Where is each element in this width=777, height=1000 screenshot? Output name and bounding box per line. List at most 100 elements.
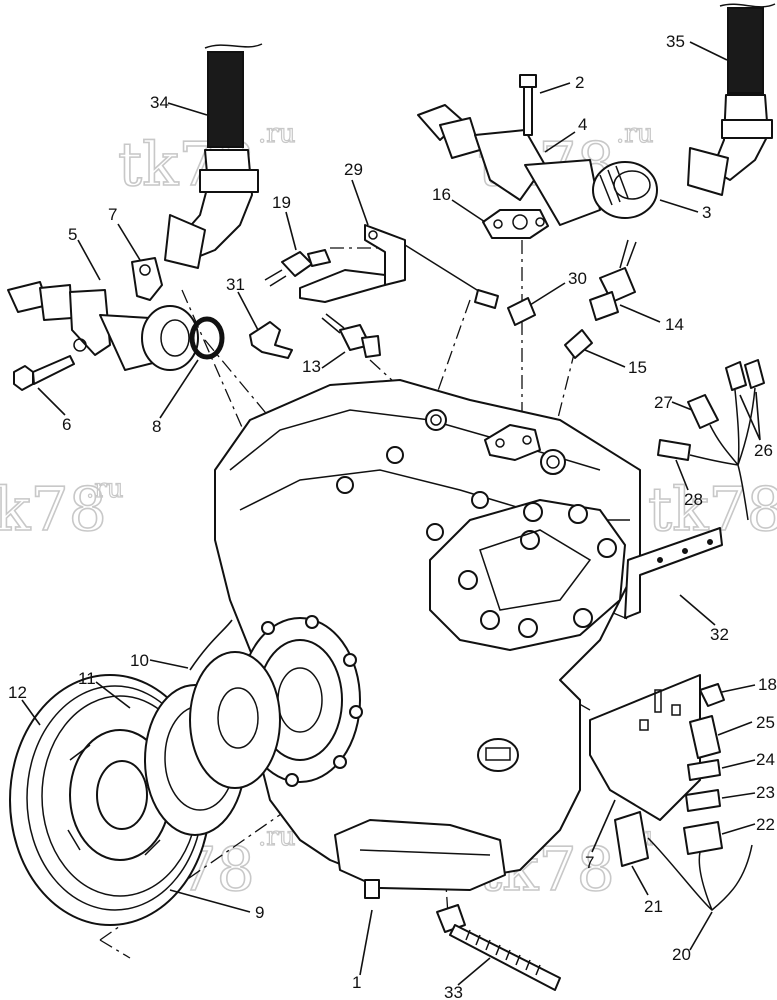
clip-31 bbox=[249, 321, 293, 359]
service-valve-3 bbox=[417, 104, 658, 226]
sensor-13 bbox=[321, 313, 381, 358]
leader-26 bbox=[739, 391, 761, 441]
callout-8: 8 bbox=[152, 417, 161, 436]
bracket-upright bbox=[364, 224, 406, 286]
callout-3: 3 bbox=[702, 203, 711, 222]
mounting-plate bbox=[589, 674, 701, 821]
o-ring-8 bbox=[189, 316, 225, 360]
valve-port bbox=[141, 305, 199, 371]
valve-nut bbox=[39, 284, 73, 321]
bolt-6 bbox=[13, 355, 75, 391]
sight-glass bbox=[477, 738, 519, 772]
flange-hole bbox=[522, 435, 532, 445]
switch-wires bbox=[619, 239, 637, 269]
leader-9 bbox=[169, 889, 251, 913]
service-valve-5 bbox=[7, 281, 199, 371]
bracket-hole bbox=[657, 557, 663, 563]
leader-18 bbox=[721, 684, 756, 693]
rod bbox=[404, 244, 486, 296]
bracket-plate bbox=[299, 269, 386, 303]
fitting-15 bbox=[564, 329, 593, 359]
leader-10 bbox=[149, 659, 189, 669]
hose-34 bbox=[207, 51, 244, 148]
sensor-wires bbox=[321, 313, 345, 334]
callout-20: 20 bbox=[672, 945, 691, 964]
bolt-shank bbox=[523, 86, 533, 136]
leader-7b bbox=[591, 799, 616, 853]
head-bolt bbox=[458, 570, 478, 590]
leader-2 bbox=[539, 82, 571, 94]
callout-32: 32 bbox=[710, 625, 729, 644]
callout-27: 27 bbox=[654, 393, 673, 412]
bracket-32-body bbox=[624, 527, 723, 619]
callout-35: 35 bbox=[666, 32, 685, 51]
plate-slot bbox=[671, 704, 681, 716]
hose-35 bbox=[727, 7, 764, 94]
bracket-hole bbox=[682, 548, 688, 554]
leader-14 bbox=[619, 304, 661, 323]
clutch-plate-hub bbox=[217, 687, 259, 749]
leader-25 bbox=[717, 721, 753, 736]
callout-33: 33 bbox=[444, 983, 463, 1000]
bracket-29 bbox=[299, 224, 499, 309]
head-bolt bbox=[480, 610, 500, 630]
callout-10: 10 bbox=[130, 651, 149, 670]
oil-pan bbox=[334, 819, 506, 891]
plate-body bbox=[589, 674, 701, 821]
threaded-rod-33 bbox=[436, 904, 561, 991]
connector-28 bbox=[657, 439, 691, 461]
callout-25: 25 bbox=[756, 713, 775, 732]
rod-eye bbox=[436, 904, 466, 933]
leader-22 bbox=[721, 823, 756, 835]
connector-26b bbox=[744, 359, 765, 389]
callout-22: 22 bbox=[756, 815, 775, 834]
callout-28: 28 bbox=[684, 490, 703, 509]
bracket-hole bbox=[368, 230, 378, 240]
leader-30 bbox=[529, 282, 566, 306]
callout-7-bottom: 7 bbox=[585, 853, 594, 872]
leader-7a bbox=[117, 223, 141, 261]
top-bolt bbox=[336, 476, 354, 494]
leader-34 bbox=[167, 102, 208, 116]
gasket-hole bbox=[139, 264, 151, 276]
valve-neck bbox=[524, 159, 601, 226]
flange-bolt bbox=[305, 615, 319, 629]
head-bolt bbox=[597, 538, 617, 558]
watermark-text: tk78 bbox=[0, 475, 107, 545]
leader-33 bbox=[457, 957, 491, 986]
connector-26a bbox=[725, 361, 747, 391]
leader-15 bbox=[584, 349, 626, 368]
top-bolt bbox=[426, 523, 444, 541]
flange-bolt bbox=[261, 621, 275, 635]
leader-6 bbox=[37, 387, 66, 416]
connector-21 bbox=[614, 811, 649, 867]
sight-glass-window bbox=[485, 747, 511, 761]
switch-wires bbox=[264, 269, 287, 287]
plate-slot bbox=[654, 689, 662, 713]
port-fitting bbox=[425, 409, 447, 431]
assembly-line bbox=[409, 299, 471, 471]
leader-8 bbox=[159, 359, 199, 419]
callout-26: 26 bbox=[754, 441, 773, 460]
watermark-suffix: .ru bbox=[86, 474, 123, 504]
leader-28 bbox=[675, 459, 689, 491]
leader-19 bbox=[285, 211, 297, 251]
valve-port-bore bbox=[160, 319, 190, 357]
elbow-flare-nut bbox=[687, 147, 729, 196]
valve-hole bbox=[73, 338, 87, 352]
port-fitting bbox=[540, 449, 566, 475]
switch-14 bbox=[589, 239, 637, 321]
valve-threads bbox=[599, 165, 629, 206]
callout-23: 23 bbox=[756, 783, 775, 802]
callout-7-top: 7 bbox=[108, 205, 117, 224]
gasket-hole bbox=[512, 214, 528, 230]
clutch-plate bbox=[189, 651, 281, 789]
callout-31: 31 bbox=[226, 275, 245, 294]
bracket-32 bbox=[624, 527, 723, 619]
callout-12: 12 bbox=[8, 683, 27, 702]
flange-bolt bbox=[349, 705, 363, 719]
leader-lines bbox=[21, 41, 761, 986]
flange-bolt bbox=[333, 755, 347, 769]
callout-19: 19 bbox=[272, 193, 291, 212]
